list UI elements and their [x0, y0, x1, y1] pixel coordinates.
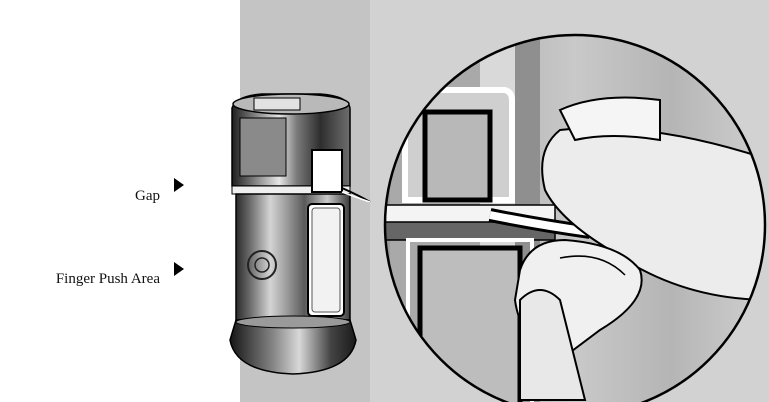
- gap-label: Gap: [135, 188, 160, 204]
- finger-push-area-label: Finger Push Area: [55, 271, 160, 287]
- gap-pointer-icon: [174, 178, 184, 192]
- inhaler-device: [229, 93, 371, 375]
- finger-push-pointer-icon: [174, 262, 184, 276]
- zoom-detail: [383, 33, 767, 402]
